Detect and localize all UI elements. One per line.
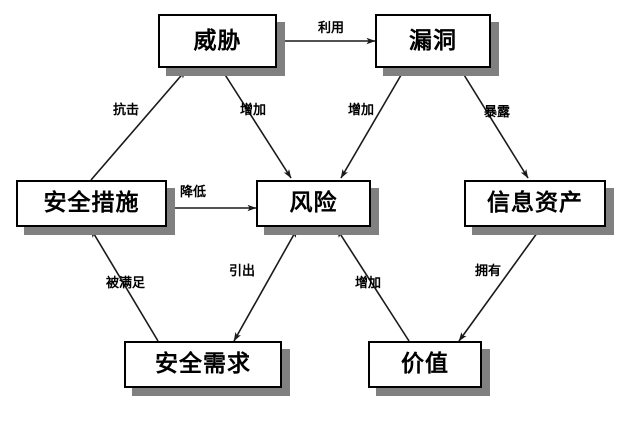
- node-risk[interactable]: 风险: [256, 180, 371, 227]
- node-threat[interactable]: 威胁: [158, 14, 277, 68]
- edge-vulnerability-increases-risk: [340, 69, 405, 179]
- edge-label-derives: 引出: [229, 264, 256, 279]
- edge-safeguard-counters-threat: [90, 69, 187, 181]
- edge-label-increases-threat-risk: 增加: [240, 103, 267, 118]
- edge-value-increases-risk: [336, 228, 410, 342]
- edge-label-satisfied-by: 被满足: [106, 276, 146, 291]
- edge-label-increases-vuln-risk: 增加: [348, 103, 375, 118]
- node-vulnerability[interactable]: 漏洞: [375, 14, 491, 68]
- node-safeguard-label: 安全措施: [43, 190, 140, 216]
- edge-label-exposes: 暴露: [484, 105, 511, 120]
- node-requirement[interactable]: 安全需求: [124, 341, 282, 388]
- node-asset[interactable]: 信息资产: [464, 180, 606, 227]
- edge-requirement-satisfied-by-safeguard: [90, 228, 159, 342]
- edge-label-increases-value-risk: 增加: [355, 276, 382, 291]
- node-vulnerability-label: 漏洞: [409, 27, 457, 54]
- edge-threat-increases-risk: [221, 69, 292, 179]
- node-risk-label: 风险: [289, 190, 338, 216]
- node-value-label: 价值: [401, 351, 449, 377]
- node-value[interactable]: 价值: [368, 341, 482, 388]
- edge-asset-has-value: [458, 228, 541, 342]
- edge-label-exploits: 利用: [318, 21, 345, 36]
- node-threat-label: 威胁: [193, 27, 242, 54]
- node-requirement-label: 安全需求: [155, 351, 251, 377]
- edge-label-reduces: 降低: [180, 185, 207, 200]
- edge-risk-derives-requirement: [233, 228, 298, 342]
- edge-label-counters: 抗击: [113, 103, 140, 118]
- edge-label-has: 拥有: [475, 264, 502, 279]
- node-safeguard[interactable]: 安全措施: [16, 180, 167, 227]
- node-asset-label: 信息资产: [487, 190, 583, 216]
- edge-vulnerability-exposes-asset: [460, 69, 529, 179]
